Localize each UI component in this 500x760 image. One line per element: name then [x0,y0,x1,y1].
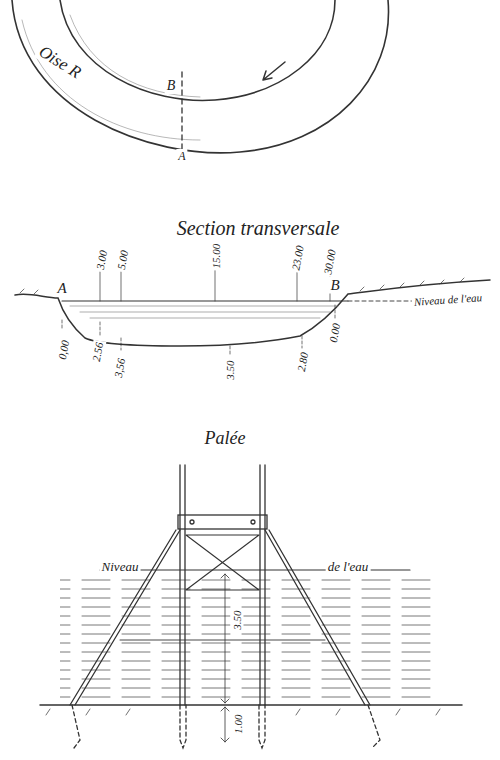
dimension-label: 0.00 [327,320,344,345]
dimension-label: 15.00 [210,242,223,271]
dimension-label: A [55,280,68,297]
dimension-label: 3,56 [112,355,129,380]
section-heading: Palée [203,428,248,448]
dimension-label: 3.00 [94,247,111,272]
dimension-label: 3.50 [224,358,237,381]
dimension-label: Niveau de l'eau [411,291,484,309]
dimension-label: Niveau [100,559,141,574]
dimension-label: 5.00 [115,247,132,272]
section-heading: Section transversale [175,217,342,239]
cross-section [15,270,490,356]
dimension-label: de l'eau [326,559,371,574]
dimension-label: B [165,78,178,94]
river-plan [12,0,389,153]
pier-frame [40,465,462,748]
dimension-label: 2.80 [295,349,312,374]
dimension-label: 1.00 [232,712,245,735]
dimension-label: 3.50 [231,608,244,631]
dimension-label: 0,00 [56,337,73,362]
dimension-label: 23.00 [289,243,307,274]
dimension-label: 2.56 [90,339,107,364]
dimension-label: 30.00 [321,247,339,278]
dimension-label: A [176,149,187,163]
dimension-label: B [328,277,341,294]
